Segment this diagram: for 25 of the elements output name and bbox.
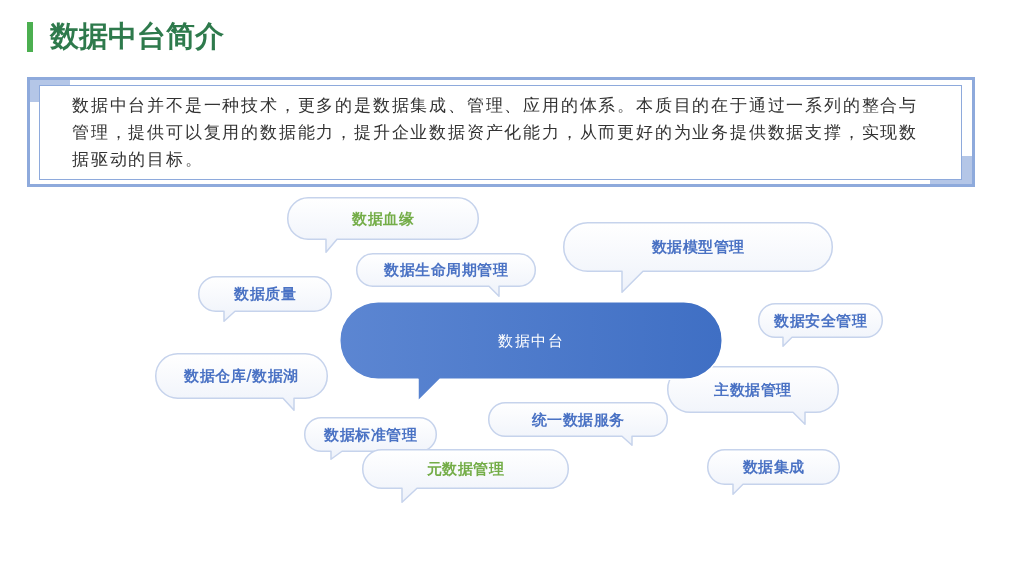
bubble-label: 数据中台 (498, 331, 564, 350)
speech-bubble (198, 276, 332, 322)
speech-bubble (155, 353, 328, 411)
bubble-label: 统一数据服务 (531, 410, 625, 429)
bubble-label: 数据安全管理 (774, 311, 867, 330)
bubble-label: 数据质量 (234, 285, 296, 303)
text-frame (27, 77, 975, 187)
bubble-label: 数据生命周期管理 (384, 261, 508, 279)
bubble-label: 数据标准管理 (324, 425, 417, 444)
bubble-label: 数据血缘 (352, 209, 414, 228)
bubble-label: 主数据管理 (714, 380, 792, 399)
bubble-label: 元数据管理 (426, 460, 505, 478)
speech-bubble (667, 366, 839, 425)
speech-bubble (758, 303, 883, 347)
speech-bubble (488, 402, 668, 446)
speech-bubble (356, 253, 536, 297)
speech-bubble (707, 449, 840, 495)
bubble-label: 数据仓库/数据湖 (184, 367, 299, 385)
page-title: 数据中台简介 (50, 18, 224, 55)
bubble-label: 数据集成 (742, 458, 805, 476)
intro-paragraph: 数据中台并不是一种技术，更多的是数据集成、管理、应用的体系。本质目的在于通过一系列的整合与管理，提供可以复用的数据能力，提升企业数据资产化能力，从而更好的为业务提供数据支撑，实现数据驱动的目标。 (72, 94, 919, 171)
speech-bubble (362, 449, 569, 503)
bubble-label: 数据模型管理 (651, 238, 745, 256)
speech-bubble (563, 222, 833, 293)
speech-bubble (287, 197, 479, 253)
